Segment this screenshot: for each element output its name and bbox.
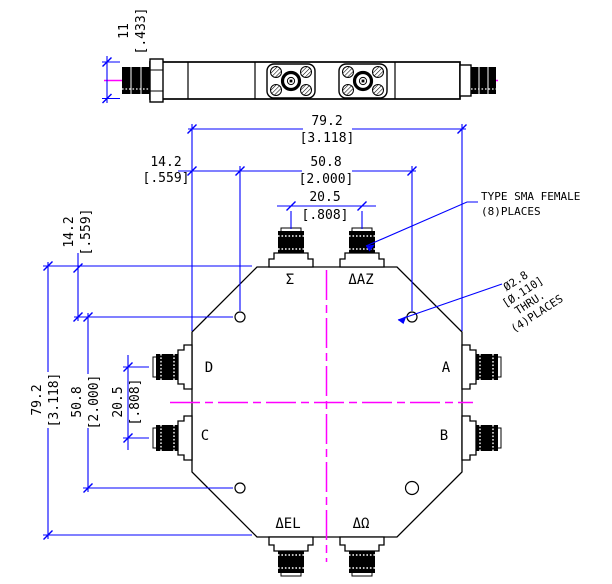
sma-port-delta-el <box>268 536 314 577</box>
thru-hole-bottom-left <box>234 482 246 494</box>
dim-port-spacing-y-in: [.808] <box>128 379 143 426</box>
port-label-b: B <box>440 428 448 444</box>
sma-port-sum <box>268 227 314 268</box>
side-left-sma-connector <box>122 58 164 103</box>
dim-body-thickness-in: [.433] <box>134 8 149 55</box>
side-right-sma-connector <box>459 64 496 97</box>
dim-overall-width-mm: 79.2 <box>311 114 342 129</box>
dim-port-spacing-x-mm: 20.5 <box>309 190 340 205</box>
front-view: Σ ΔAZ D A C B ΔEL ΔΩ <box>152 227 502 577</box>
dim-overall-height-mm: 79.2 <box>30 384 45 415</box>
dim-port-spacing-x-in: [.808] <box>302 208 349 223</box>
port-label-a: A <box>442 360 451 376</box>
dim-hole-spacing-y-in: [2.000] <box>87 375 102 430</box>
mounting-screw-hole <box>270 84 282 96</box>
mounting-screw-hole <box>342 84 354 96</box>
mounting-screw-hole <box>270 66 282 78</box>
side-view-flange-delta-az <box>338 63 388 99</box>
dims-left <box>43 253 252 539</box>
thru-hole-top-left <box>234 311 246 323</box>
dim-overall-width-in: [3.118] <box>300 131 355 146</box>
note-hole: Ø2.8 [Ø.110] THRU. (4)PLACES <box>500 268 566 335</box>
dim-hole-offset-y-mm: 14.2 <box>62 216 77 247</box>
note-sma-line2: (8)PLACES <box>481 205 541 218</box>
mounting-screw-hole <box>342 66 354 78</box>
dim-port-spacing-y-mm: 20.5 <box>111 386 126 417</box>
side-view: 11 [.433] <box>101 8 498 104</box>
dim-body-thickness-mm: 11 <box>117 23 132 39</box>
port-label-c: C <box>201 428 209 444</box>
dim-hole-spacing-y-mm: 50.8 <box>70 386 85 417</box>
dim-hole-spacing-x-in: [2.000] <box>299 172 354 187</box>
thru-hole-bottom-right <box>404 480 420 496</box>
mounting-screw-hole <box>300 84 312 96</box>
sma-port-delta-omega <box>339 536 385 577</box>
note-sma-line1: TYPE SMA FEMALE <box>481 190 580 203</box>
leader-arrowhead <box>366 244 375 252</box>
port-label-d: D <box>205 360 213 376</box>
leader-sma-note <box>365 201 478 252</box>
port-label-delta-az: ΔAZ <box>348 272 373 288</box>
dim-hole-offset-x-in: [.559] <box>143 171 190 186</box>
port-label-delta-el: ΔEL <box>275 516 300 532</box>
sma-port-a <box>461 344 502 390</box>
leader-arrowhead <box>398 316 407 324</box>
sma-port-c <box>152 415 193 461</box>
dim-body-thickness <box>102 56 120 103</box>
mounting-screw-hole <box>372 84 384 96</box>
side-view-flange-sum <box>266 63 316 99</box>
sma-port-b <box>461 415 502 461</box>
dim-hole-offset-y-in: [.559] <box>79 209 94 256</box>
sma-port-delta-az <box>339 227 385 268</box>
port-label-delta-omega: ΔΩ <box>353 516 370 532</box>
dim-overall-height-in: [3.118] <box>47 373 62 428</box>
leader-hole-note <box>397 283 503 324</box>
port-label-sum: Σ <box>286 272 294 288</box>
mounting-screw-hole <box>372 66 384 78</box>
mounting-screw-hole <box>300 66 312 78</box>
dim-hole-spacing-x-mm: 50.8 <box>310 155 341 170</box>
dim-hole-offset-x-mm: 14.2 <box>150 155 181 170</box>
sma-port-d <box>152 344 193 390</box>
